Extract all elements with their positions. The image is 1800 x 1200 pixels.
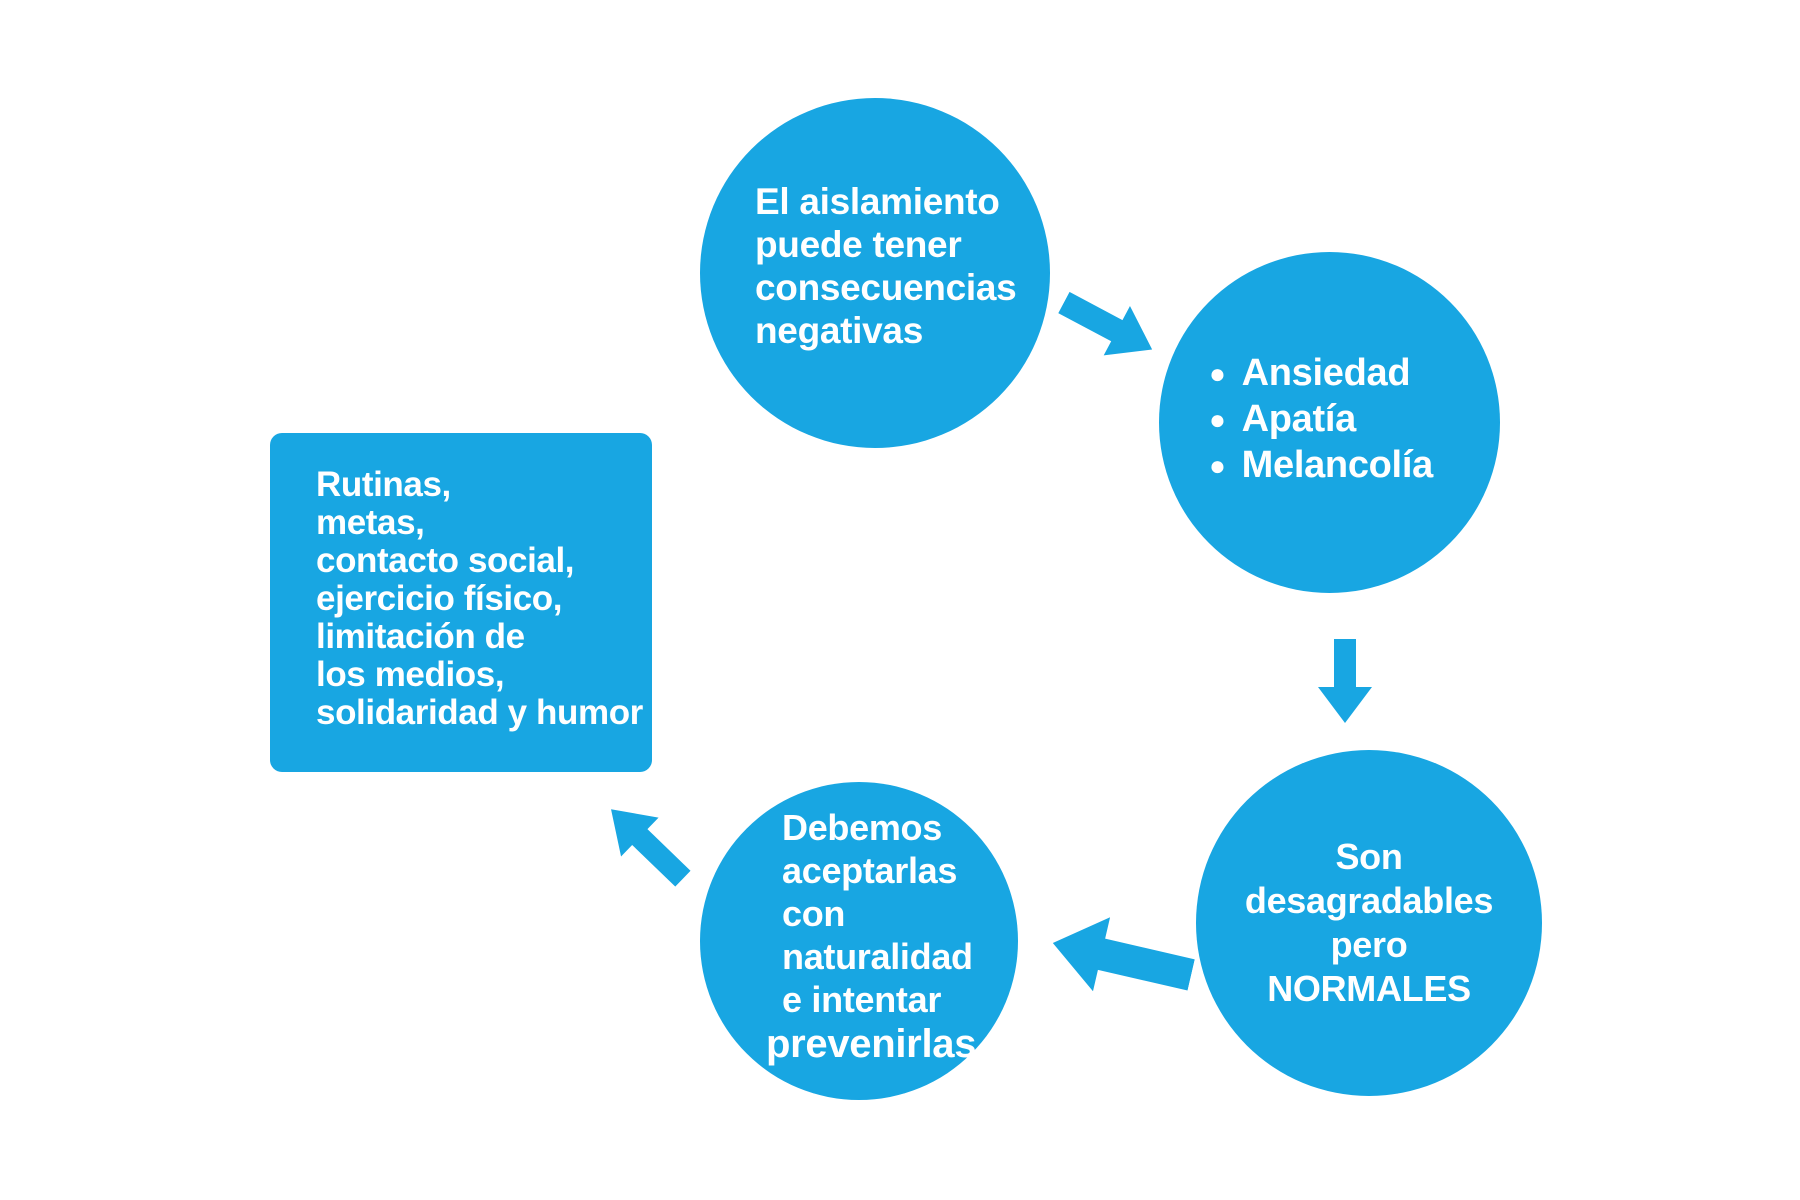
text-line: los medios, bbox=[316, 655, 505, 694]
node-consequences-text: El aislamiento puede tener consecuencias… bbox=[755, 180, 1017, 352]
text-line: El aislamiento bbox=[755, 181, 1000, 222]
text-line: aceptarlas bbox=[782, 850, 958, 891]
text-line: consecuencias bbox=[755, 267, 1017, 308]
text-line: contacto social, bbox=[316, 541, 575, 580]
list-item-label: Melancolía bbox=[1241, 443, 1434, 486]
list-item-label: Apatía bbox=[1241, 397, 1357, 440]
text-line: desagradables bbox=[1244, 880, 1494, 921]
node-symptoms-circle: ● Ansiedad ● Apatía ● Melancolía bbox=[1159, 252, 1500, 593]
text-line: pero bbox=[1330, 924, 1408, 965]
node-symptoms-list: ● Ansiedad ● Apatía ● Melancolía bbox=[1209, 350, 1433, 488]
list-item: ● Ansiedad bbox=[1209, 350, 1433, 396]
block-arrow-down-icon bbox=[1318, 639, 1372, 723]
node-normal-text: Son desagradables pero NORMALES bbox=[1244, 835, 1494, 1011]
text-line: con bbox=[782, 893, 846, 934]
list-item: ● Apatía bbox=[1209, 396, 1433, 442]
list-item-label: Ansiedad bbox=[1241, 351, 1411, 394]
text-line: naturalidad bbox=[782, 936, 973, 977]
text-line: solidaridad y humor bbox=[316, 693, 643, 732]
text-line: Rutinas, bbox=[316, 465, 451, 504]
text-line: negativas bbox=[755, 310, 923, 351]
block-arrow-down-right-icon bbox=[1051, 278, 1166, 374]
bullet-icon: ● bbox=[1209, 358, 1226, 389]
text-line: NORMALES bbox=[1267, 968, 1471, 1009]
text-line: metas, bbox=[316, 503, 425, 542]
node-accept-circle: Debemos aceptarlas con naturalidad e int… bbox=[700, 782, 1018, 1100]
node-strategies-text: Rutinas, metas, contacto social, ejercic… bbox=[316, 466, 643, 732]
bullet-icon: ● bbox=[1209, 450, 1226, 481]
text-line: ejercicio físico, bbox=[316, 579, 563, 618]
block-arrow-left-icon bbox=[1044, 906, 1199, 1012]
bullet-icon: ● bbox=[1209, 404, 1226, 435]
text-line: e intentar bbox=[782, 979, 942, 1020]
text-line: limitación de bbox=[316, 617, 525, 656]
list-item: ● Melancolía bbox=[1209, 442, 1433, 488]
node-consequences-circle: El aislamiento puede tener consecuencias… bbox=[700, 98, 1050, 448]
node-strategies-rect: Rutinas, metas, contacto social, ejercic… bbox=[270, 433, 652, 772]
text-line-emphasis: prevenirlas bbox=[766, 1022, 977, 1066]
block-arrow-up-left-icon bbox=[592, 790, 701, 898]
text-line: Son bbox=[1335, 836, 1403, 877]
text-line: puede tener bbox=[755, 224, 962, 265]
node-normal-circle: Son desagradables pero NORMALES bbox=[1196, 750, 1542, 1096]
node-accept-text: Debemos aceptarlas con naturalidad e int… bbox=[766, 806, 976, 1067]
text-line: Debemos bbox=[782, 807, 942, 848]
